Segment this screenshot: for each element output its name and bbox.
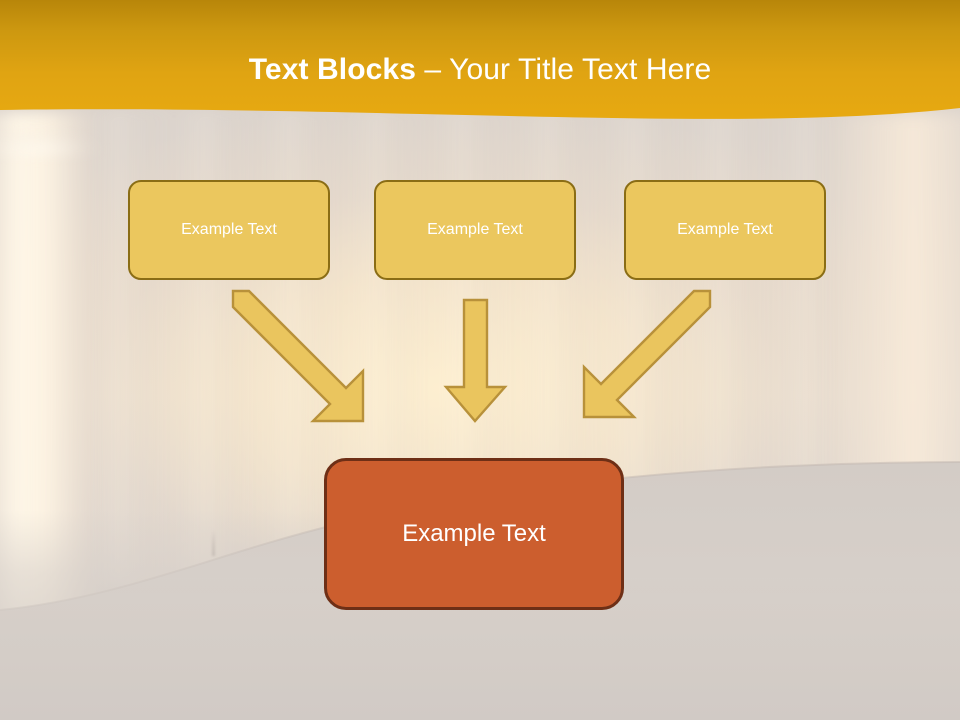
text-block-3-label: Example Text xyxy=(677,221,773,238)
text-block-3[interactable]: Example Text xyxy=(624,180,826,280)
page-title: Text Blocks – Your Title Text Here xyxy=(0,50,960,90)
background-left-pillar-cap xyxy=(0,112,102,154)
page-title-strong: Text Blocks xyxy=(248,53,416,86)
text-block-1-label: Example Text xyxy=(181,221,277,238)
text-block-1[interactable]: Example Text xyxy=(128,180,330,280)
result-block[interactable]: Example Text xyxy=(324,458,624,610)
header-banner xyxy=(0,0,960,130)
text-block-2-label: Example Text xyxy=(427,221,523,238)
page-title-light: – Your Title Text Here xyxy=(416,53,712,86)
result-block-label: Example Text xyxy=(402,520,546,547)
text-block-2[interactable]: Example Text xyxy=(374,180,576,280)
